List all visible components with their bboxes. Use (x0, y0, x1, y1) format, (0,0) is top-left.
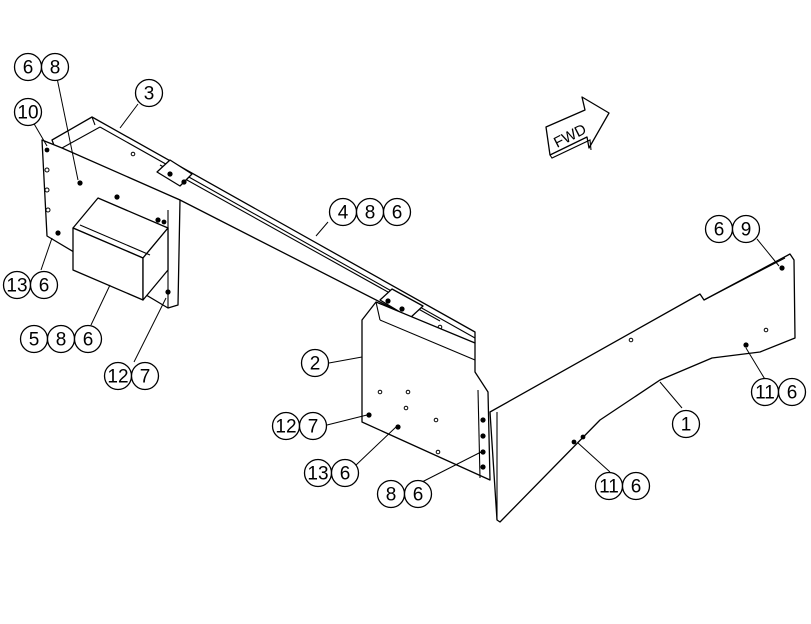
part-rail (51, 116, 476, 344)
part-right-panel (489, 253, 796, 523)
callout-number: 6 (39, 276, 50, 297)
callout-number: 13 (307, 464, 328, 485)
callout-13-6-left: 13 6 (2, 270, 59, 300)
callout-number: 1 (681, 415, 692, 436)
left-bracket (41, 139, 181, 309)
callout-number: 6 (23, 58, 34, 79)
callout-number: 7 (140, 367, 151, 388)
callout-number: 8 (365, 203, 376, 224)
callout-circle (134, 78, 164, 108)
callout-circle (671, 409, 701, 439)
callout-11-6-bottom: 11 6 (594, 471, 651, 501)
callout-circle (29, 270, 59, 300)
callout-number: 2 (310, 354, 321, 375)
callout-13-6-mid: 13 6 (303, 458, 360, 488)
part-box (72, 194, 169, 301)
callout-circle (13, 97, 43, 127)
callout-1: 1 (671, 409, 701, 439)
part-center-plate (361, 301, 491, 481)
callout-number: 11 (755, 383, 775, 404)
callout-circle (382, 197, 412, 227)
callout-circle (73, 324, 103, 354)
callout-number: 8 (50, 58, 61, 79)
callout-number: 10 (17, 103, 38, 124)
callout-circle (330, 458, 360, 488)
callout-circle (40, 52, 70, 82)
callout-12-7-left: 12 7 (103, 361, 160, 391)
leader-lines (32, 77, 780, 484)
callout-number: 4 (338, 203, 349, 224)
callout-2: 2 (300, 348, 330, 378)
callout-11-6-right: 11 6 (750, 377, 807, 407)
fwd-arrow: FWD (545, 96, 610, 159)
callout-number: 6 (787, 383, 798, 404)
callout-number: 13 (6, 276, 27, 297)
callout-number: 12 (275, 417, 296, 438)
callout-number: 7 (308, 417, 319, 438)
callout-circle (298, 411, 328, 441)
callout-circle (621, 471, 651, 501)
callout-number: 6 (413, 485, 424, 506)
callout-number: 8 (386, 485, 397, 506)
callout-circle (300, 348, 330, 378)
callout-circle (403, 479, 433, 509)
callout-3: 3 (134, 78, 164, 108)
callout-circle (731, 214, 761, 244)
callout-number: 6 (340, 464, 351, 485)
callout-number: 8 (56, 330, 67, 351)
callout-number: 6 (392, 203, 403, 224)
callout-number: 3 (144, 84, 155, 105)
callout-number: 12 (107, 367, 128, 388)
callout-number: 6 (83, 330, 94, 351)
callout-number: 6 (714, 220, 725, 241)
callout-12-7-mid: 12 7 (271, 411, 328, 441)
callout-circle (130, 361, 160, 391)
callout-number: 9 (741, 220, 752, 241)
callout-circle (777, 377, 807, 407)
callout-10: 10 (13, 97, 43, 127)
callout-number: 6 (631, 477, 642, 498)
callout-number: 11 (599, 477, 619, 498)
callout-number: 5 (29, 330, 40, 351)
